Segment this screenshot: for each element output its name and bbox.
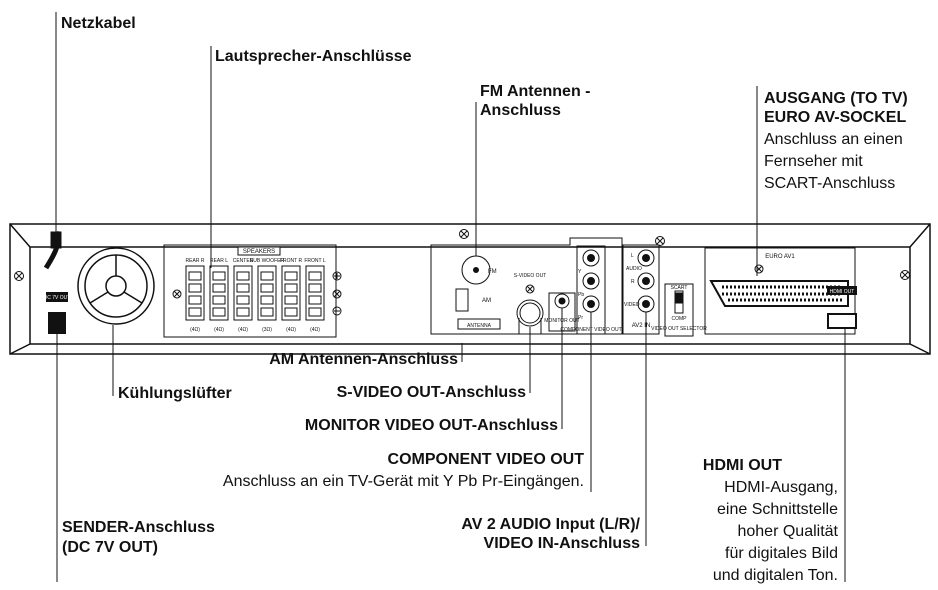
label-kuehlung: Kühlungslüfter (118, 385, 232, 402)
front-r-label: FRONT R (280, 258, 303, 264)
label-av2-line2: VIDEO IN-Anschluss (483, 535, 640, 552)
sub-label: SUB WOOFER (250, 258, 285, 264)
imp-front-l: (4Ω) (310, 327, 320, 333)
antenna-label: ANTENNA (467, 323, 492, 329)
label-netzkabel: Netzkabel (61, 15, 136, 32)
label-ausgang-line2: EURO AV-SOCKEL (764, 109, 907, 126)
dc-label: DC 7V OUT (44, 295, 71, 301)
label-svideo: S-VIDEO OUT-Anschluss (336, 384, 526, 401)
imp-rear-r: (4Ω) (190, 327, 200, 333)
label-ausgang-desc2: Fernseher mit (764, 153, 863, 170)
euro-label: EURO AV1 (765, 254, 795, 260)
imp-front-r: (4Ω) (286, 327, 296, 333)
label-hdmi-title: HDMI OUT (702, 457, 782, 474)
label-fm-line1: FM Antennen - (480, 83, 591, 100)
l-label: L (631, 253, 634, 259)
audio-label: AUDIO (626, 266, 642, 272)
label-component-desc: Anschluss an ein TV-Gerät mit Y Pb Pr-Ei… (222, 473, 584, 490)
panel-body (9, 223, 931, 355)
label-monitor: MONITOR VIDEO OUT-Anschluss (304, 417, 558, 434)
hdmi-port: HDMI OUT (827, 286, 857, 329)
rear-l-label: REAR L (210, 258, 228, 264)
label-am: AM Antennen-Anschluss (269, 351, 458, 368)
speaker-terminals (163, 244, 342, 338)
io-panel (430, 237, 694, 337)
speakers-label: SPEAKERS (243, 249, 275, 255)
rear-r-label: REAR R (186, 258, 205, 264)
pb-label: Pb (578, 292, 584, 298)
label-component-title: COMPONENT VIDEO OUT (387, 451, 584, 468)
screw (14, 229, 910, 281)
speaker-labels: SPEAKERS REAR R REAR L CENTER SUB WOOFER… (186, 249, 326, 333)
power-cord (43, 230, 62, 270)
label-hdmi-desc5: und digitalen Ton. (712, 567, 838, 584)
scart-label: SCART (671, 285, 688, 291)
comp-label: COMP (672, 316, 688, 322)
label-fm-line2: Anschluss (480, 102, 561, 119)
svideo-label: S-VIDEO OUT (514, 273, 547, 279)
sender-port: DC 7V OUT (44, 292, 71, 334)
av2in-label: AV2 IN (632, 323, 651, 329)
label-sender-line2: (DC 7V OUT) (62, 539, 158, 556)
r-label: R (631, 279, 635, 285)
label-ausgang-desc1: Anschluss an einen (764, 131, 903, 148)
label-hdmi-desc3: hoher Qualität (737, 523, 838, 540)
label-hdmi-desc4: für digitales Bild (725, 545, 838, 562)
label-hdmi-desc2: eine Schnittstelle (717, 501, 838, 518)
cooling-fan (77, 247, 155, 325)
label-av2-line1: AV 2 AUDIO Input (L/R)/ (461, 516, 640, 533)
speaker-jacks (185, 265, 325, 321)
imp-center: (4Ω) (238, 327, 248, 333)
leader-lines (55, 12, 846, 582)
video-label: VIDEO (624, 302, 640, 308)
am-label: AM (482, 298, 491, 304)
center-label: CENTER (233, 258, 254, 264)
selector-label: VIDEO OUT SELECTOR (651, 326, 707, 332)
label-ausgang-line1: AUSGANG (TO TV) (764, 90, 908, 107)
pr-label: Pr (578, 315, 583, 321)
imp-sub: (3Ω) (262, 327, 272, 333)
y-label: Y (578, 269, 582, 275)
label-lautsprecher: Lautsprecher-Anschlüsse (215, 48, 412, 65)
fm-label: FM (488, 269, 497, 275)
front-l-label: FRONT L (304, 258, 326, 264)
hdmi-panel-label: HDMI OUT (830, 289, 855, 295)
label-hdmi-desc1: HDMI-Ausgang, (724, 479, 838, 496)
label-ausgang-desc3: SCART-Anschluss (764, 175, 896, 192)
label-sender-line1: SENDER-Anschluss (62, 519, 215, 536)
imp-rear-l: (4Ω) (214, 327, 224, 333)
